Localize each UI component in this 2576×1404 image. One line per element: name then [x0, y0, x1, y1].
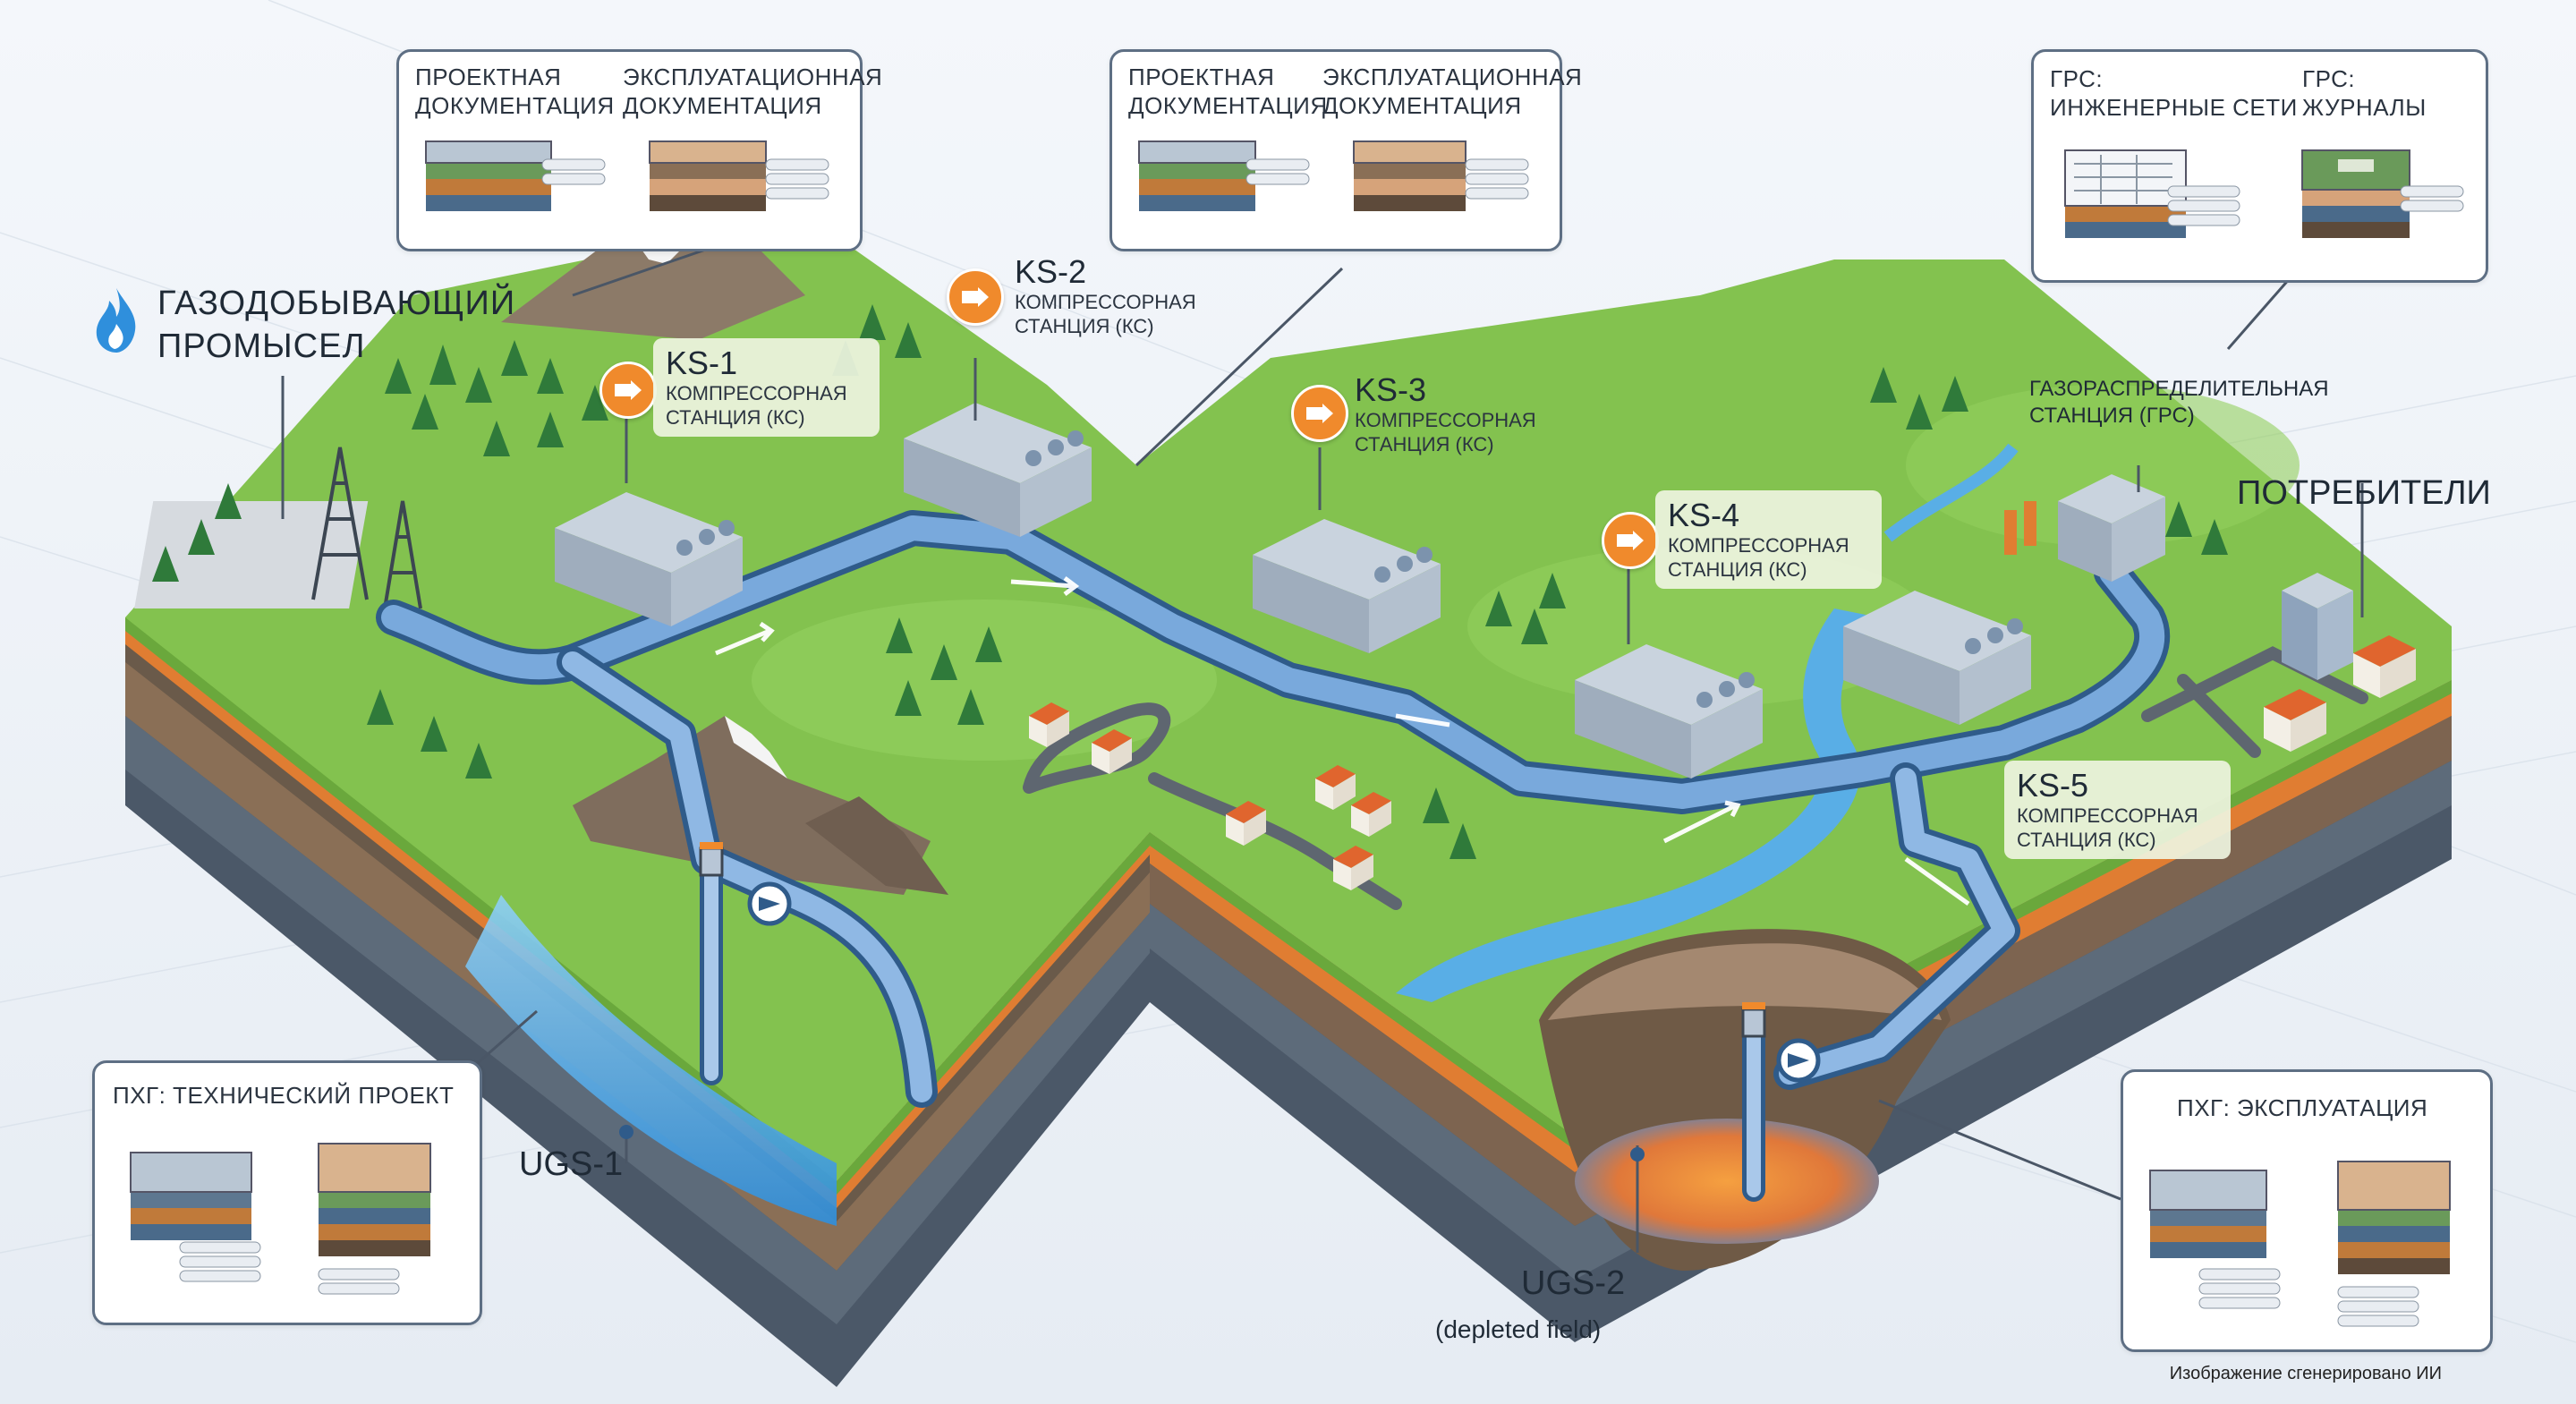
ks1-title: KS-1	[666, 345, 738, 381]
docs-project-label: ПРОЕКТНАЯ ДОКУМЕНТАЦИЯ	[1128, 64, 1328, 119]
ugs1-label: UGS-1	[519, 1145, 624, 1183]
ks5-title: KS-5	[2017, 767, 2089, 804]
docs-operation-label: ЭКСПЛУАТАЦИОННАЯ ДОКУМЕНТАЦИЯ	[1322, 64, 1583, 119]
docs-box-grs: ГРС: ИНЖЕНЕРНЫЕ СЕТИ ГРС: ЖУРНАЛЫ	[2031, 49, 2488, 283]
ks3-subtitle: КОМПРЕССОРНАЯ СТАНЦИЯ (КС)	[1355, 409, 1536, 455]
river	[1396, 608, 1879, 1002]
consumers-label: ПОТРЕБИТЕЛИ	[2237, 474, 2491, 512]
ugs2-docs-title: ПХГ: ЭКСПЛУАТАЦИЯ	[2177, 1094, 2428, 1121]
docs-box-ugs2: ПХГ: ЭКСПЛУАТАЦИЯ	[2121, 1069, 2493, 1352]
consumer-city	[2264, 573, 2416, 752]
flow-meter-ugs1	[699, 842, 792, 926]
ks4-building	[1575, 644, 1763, 779]
grs-label: ГАЗОРАСПРЕДЕЛИТЕЛЬНАЯ СТАНЦИЯ (ГРС)	[2029, 377, 2329, 428]
document-stack-icon	[2149, 1161, 2451, 1327]
ks5-label: KS-5 КОМПРЕССОРНАЯ СТАНЦИЯ (КС)	[2004, 761, 2231, 859]
ugs1-docs-title: ПХГ: ТЕХНИЧЕСКИЙ ПРОЕКТ	[113, 1082, 455, 1109]
docs-box-ugs1: ПХГ: ТЕХНИЧЕСКИЙ ПРОЕКТ	[92, 1060, 482, 1325]
ks2-subtitle: КОМПРЕССОРНАЯ СТАНЦИЯ (КС)	[1015, 291, 1196, 337]
mountains-front	[573, 716, 948, 895]
ks3-title: KS-3	[1355, 371, 1427, 408]
document-stack-icon	[1138, 140, 1529, 211]
ai-generated-note: Изображение сгенерировано ИИ	[2169, 1364, 2442, 1383]
ugs1-aquifer	[465, 895, 837, 1226]
strata-front-right	[1150, 680, 2452, 1342]
flow-meter-ugs2	[1741, 1002, 1821, 1083]
docs-box-ks1: ПРОЕКТНАЯ ДОКУМЕНТАЦИЯ ЭКСПЛУАТАЦИОННАЯ …	[396, 49, 882, 251]
grs-networks-label: ГРС: ИНЖЕНЕРНЫЕ СЕТИ	[2050, 65, 2298, 121]
leader-lines	[281, 244, 2364, 1253]
gas-field-label: ГАЗОДОБЫВАЮЩИЙ ПРОМЫСЕЛ	[157, 285, 516, 365]
document-stack-icon	[425, 140, 829, 211]
ks2-label: KS-2 КОМПРЕССОРНАЯ СТАНЦИЯ (КС)	[1002, 247, 1228, 345]
compressor-icon	[947, 268, 1004, 326]
ks3-label: KS-3 КОМПРЕССОРНАЯ СТАНЦИЯ (КС)	[1342, 365, 1573, 464]
ks4-label: KS-4 КОМПРЕССОРНАЯ СТАНЦИЯ (КС)	[1655, 490, 1882, 589]
ks5-building	[1843, 591, 2031, 725]
ks1-label: KS-1 КОМПРЕССОРНАЯ СТАНЦИЯ (КС)	[653, 338, 880, 437]
document-stack-icon	[130, 1143, 431, 1295]
ks1-building	[555, 492, 743, 626]
village	[1029, 702, 1391, 890]
docs-box-ks2: ПРОЕКТНАЯ ДОКУМЕНТАЦИЯ ЭКСПЛУАТАЦИОННАЯ …	[1109, 49, 1582, 251]
document-stack-icon	[2064, 149, 2464, 238]
ks4-title: KS-4	[1668, 497, 1740, 533]
ks5-subtitle: КОМПРЕССОРНАЯ СТАНЦИЯ (КС)	[2017, 804, 2198, 851]
compressor-icon	[1291, 385, 1348, 442]
grs-journals-label: ГРС: ЖУРНАЛЫ	[2302, 65, 2427, 121]
ks4-subtitle: КОМПРЕССОРНАЯ СТАНЦИЯ (КС)	[1668, 534, 1849, 581]
docs-project-label: ПРОЕКТНАЯ ДОКУМЕНТАЦИЯ	[415, 64, 615, 119]
ks2-title: KS-2	[1015, 253, 1087, 290]
ks1-subtitle: КОМПРЕССОРНАЯ СТАНЦИЯ (КС)	[666, 382, 847, 429]
strata-front-left	[125, 617, 1150, 1387]
compressor-icon	[1602, 512, 1659, 569]
compressor-icon	[599, 362, 657, 419]
docs-operation-label: ЭКСПЛУАТАЦИОННАЯ ДОКУМЕНТАЦИЯ	[623, 64, 883, 119]
ks2-building	[904, 403, 1092, 537]
ks3-building	[1253, 519, 1441, 653]
ugs2-label: UGS-2	[1521, 1264, 1626, 1302]
flame-icon	[89, 285, 143, 356]
gas-wells	[134, 447, 422, 609]
ugs2-note: (depleted field)	[1435, 1315, 1602, 1343]
